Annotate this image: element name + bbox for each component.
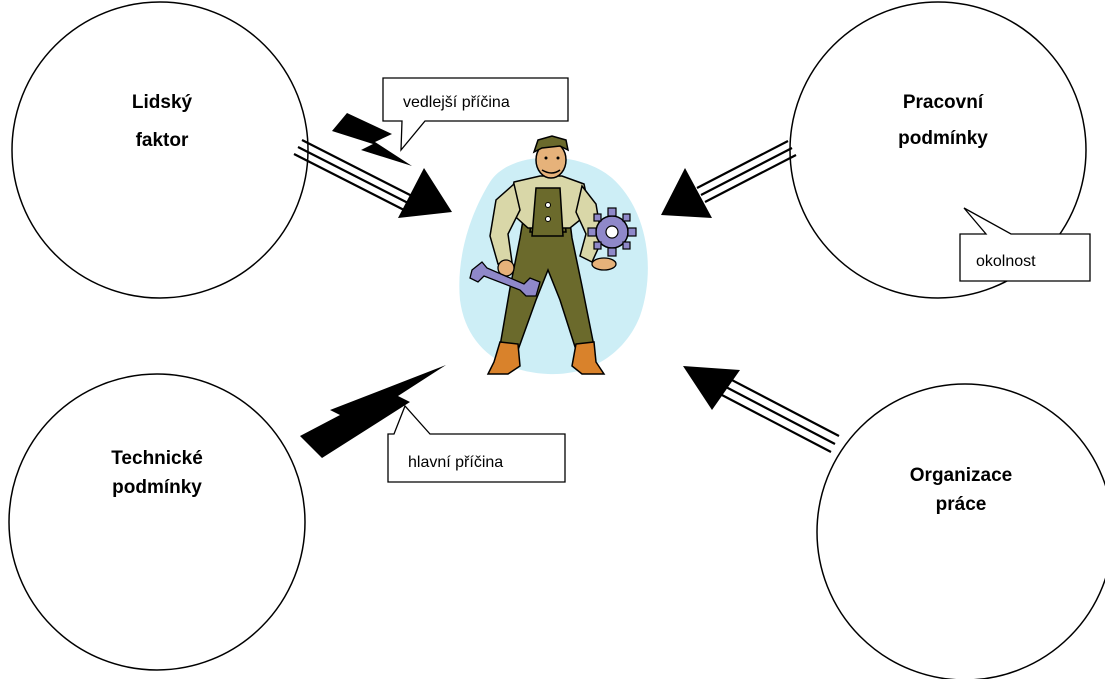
technical-conditions-circle [8, 373, 306, 671]
lightning-bolt-main-icon [300, 365, 446, 458]
work-organization-circle [816, 383, 1105, 679]
callout-circumstance: okolnost [959, 207, 1091, 282]
worker-left-boot [486, 341, 521, 375]
worker-overalls [499, 189, 595, 351]
working-conditions-label-line1: Pracovní [903, 92, 984, 113]
human-factor-circle [11, 1, 309, 299]
gear-icon [587, 207, 637, 257]
arrow-conditions-to-worker [661, 140, 797, 218]
work-organization-node: Organizace práce [816, 383, 1105, 679]
work-organization-label-line1: Organizace [910, 465, 1012, 486]
callout-main-cause-text: hlavní příčina [408, 454, 503, 471]
arrow-human-to-worker [293, 139, 452, 218]
worker-with-tools-illustration [459, 135, 648, 375]
worker-right-boot [571, 341, 606, 375]
human-factor-label-line1: Lidský [132, 92, 193, 113]
technical-conditions-label-line2: podmínky [112, 477, 202, 498]
technical-conditions-label-line1: Technické [111, 448, 203, 469]
technical-conditions-node: Technické podmínky [8, 373, 306, 671]
worker-head [532, 135, 570, 179]
wrench-icon [469, 261, 541, 297]
callout-circumstance-text: okolnost [976, 253, 1036, 270]
callout-secondary-cause: vedlejší příčina [382, 77, 569, 152]
working-conditions-node: Pracovní podmínky [789, 1, 1087, 299]
work-organization-label-line2: práce [936, 494, 987, 515]
arrow-organization-to-worker [683, 366, 840, 453]
callout-main-cause: hlavní příčina [387, 404, 566, 483]
human-factor-label-line2: faktor [136, 130, 189, 151]
working-conditions-label-line2: podmínky [898, 128, 988, 149]
callout-secondary-cause-text: vedlejší příčina [403, 94, 510, 111]
lightning-bolt-secondary-icon [332, 113, 412, 166]
human-factor-node: Lidský faktor [11, 1, 309, 299]
